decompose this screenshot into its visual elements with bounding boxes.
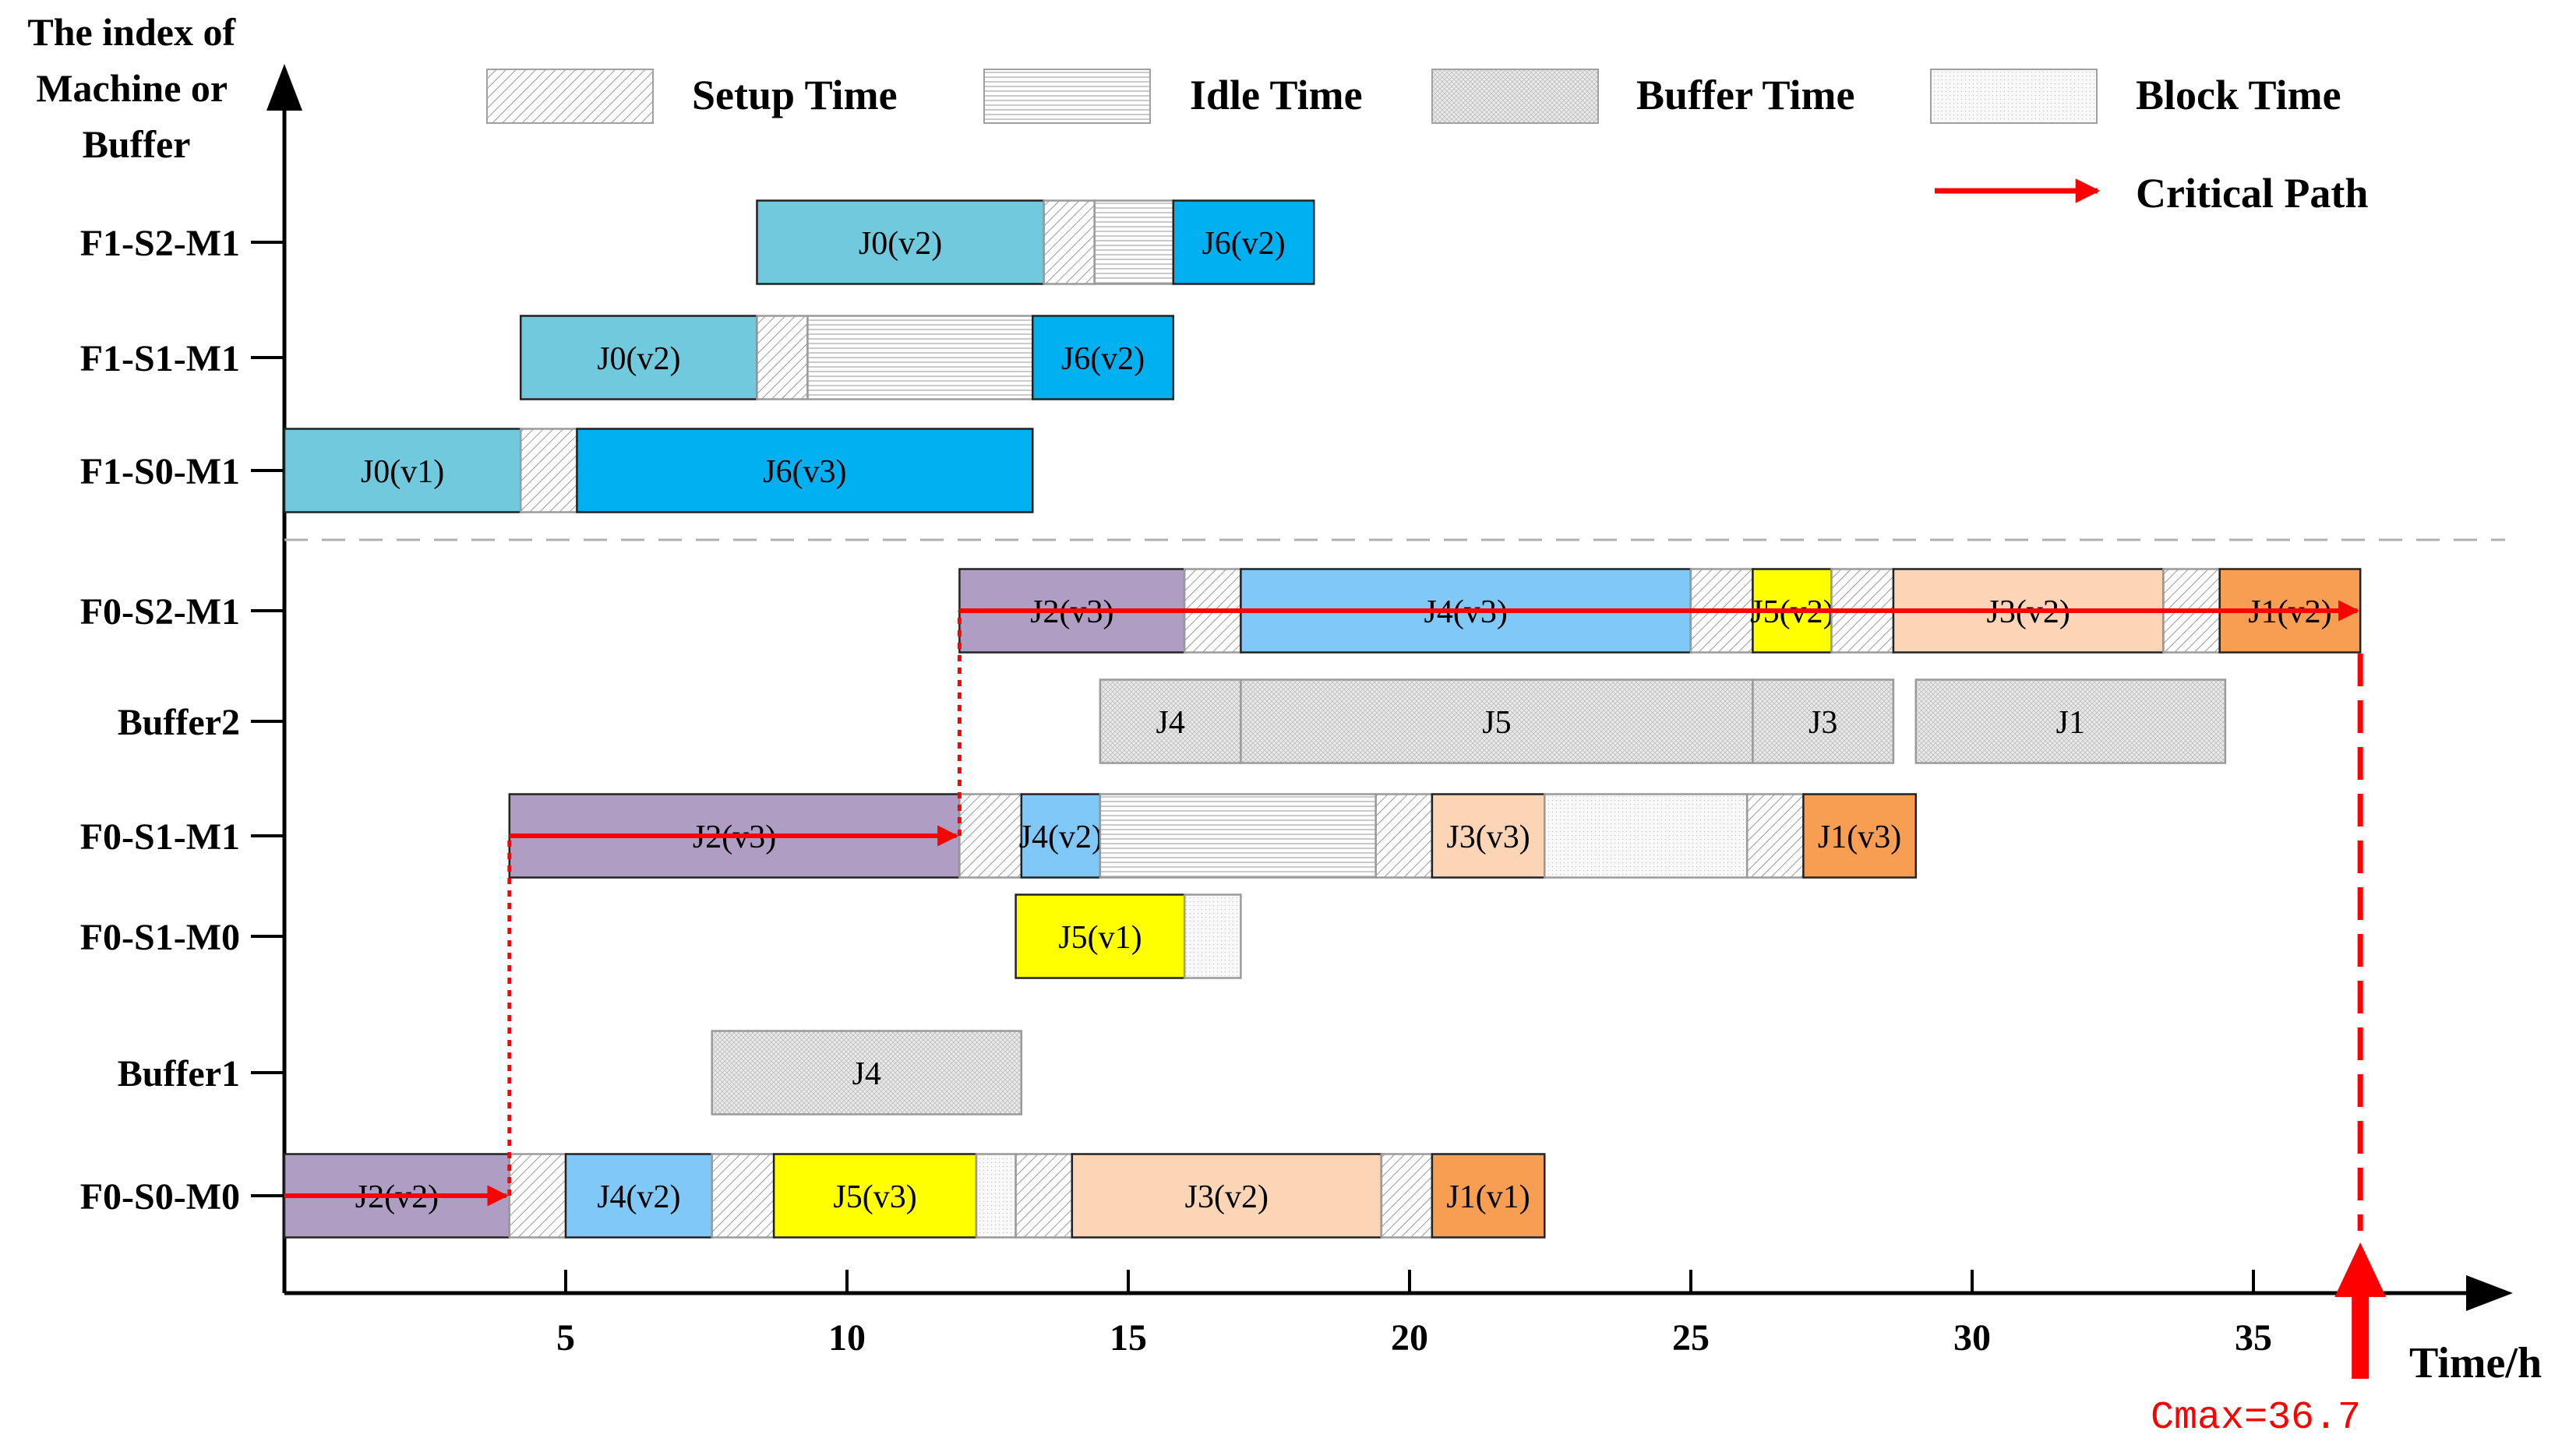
legend-label-buffer: Buffer Time: [1636, 72, 1855, 118]
bar-f1-s2-m1-idle-2: [1093, 199, 1175, 285]
critical-path: [284, 600, 2359, 1207]
bar-f0-s0-m0-j1-v1: [1431, 1153, 1546, 1239]
cmax-label: Cmax=36.7: [2151, 1396, 2361, 1440]
row-label-buffer2: Buffer2: [118, 702, 240, 743]
row-labels: F1-S2-M1F1-S1-M1F1-S0-M1F0-S2-M1Buffer2F…: [80, 223, 284, 1218]
bar-buffer2-j1: [1914, 678, 2227, 764]
bar-f1-s2-m1-j0-v2: [756, 199, 1045, 285]
bar-f1-s1-m1-j0-v2-label: J0(v2): [597, 341, 680, 377]
bar-buffer2-j1-label: J1: [2056, 705, 2085, 741]
bar-f1-s0-m1-j6-v3: [576, 428, 1034, 513]
x-tick-label-15: 15: [1110, 1317, 1147, 1359]
x-axis-title: Time/h: [2409, 1339, 2542, 1387]
x-tick-label-5: 5: [556, 1317, 575, 1359]
x-axis-arrowhead: [2466, 1275, 2513, 1311]
bar-f0-s0-m0-setup-42: [1015, 1153, 1074, 1239]
bar-f0-s1-m1-j1-v3-label: J1(v3): [1818, 819, 1901, 855]
bar-f0-s0-m0-setup-44: [1380, 1153, 1434, 1239]
bar-buffer2-j4-label: J4: [1156, 705, 1184, 741]
bar-f1-s1-m1-setup-5: [756, 315, 809, 400]
bar-buffer2-j3: [1752, 678, 1895, 764]
bar-f1-s0-m1-j0-v1-label: J0(v1): [361, 454, 444, 490]
x-tick-label-35: 35: [2235, 1317, 2272, 1359]
row-label-f1-s0-m1: F1-S0-M1: [80, 451, 240, 492]
y-axis-arrowhead: [266, 64, 302, 111]
row-label-f1-s1-m1: F1-S1-M1: [80, 338, 240, 379]
x-tick-label-30: 30: [1953, 1317, 1991, 1359]
bar-f0-s0-m0-setup-37: [508, 1153, 567, 1239]
cmax-arrow-head: [2334, 1242, 2387, 1297]
axes: Time/h: [266, 64, 2542, 1387]
bar-f0-s0-m0-block-41: [975, 1153, 1017, 1239]
legend-label-setup: Setup Time: [692, 72, 898, 118]
bar-f1-s2-m1-j6-v2: [1172, 199, 1315, 285]
x-tick-label-20: 20: [1391, 1317, 1428, 1359]
bar-f0-s0-m0-j5-v3-label: J5(v3): [833, 1179, 916, 1215]
bar-f0-s1-m1-j3-v3-label: J3(v3): [1446, 819, 1530, 855]
x-tick-label-10: 10: [828, 1317, 866, 1359]
bar-f1-s0-m1-j0-v1: [283, 428, 522, 513]
bar-f0-s0-m0-setup-39: [711, 1153, 775, 1239]
bar-f0-s1-m1-setup-31: [1745, 793, 1805, 879]
bar-f0-s1-m0-j5-v1-label: J5(v1): [1058, 920, 1142, 956]
row-label-f0-s0-m0: F0-S0-M0: [80, 1176, 240, 1218]
legend-label-idle: Idle Time: [1190, 72, 1363, 118]
bar-f1-s2-m1-j6-v2-label: J6(v2): [1202, 226, 1285, 262]
y-axis-title-line-2: Machine or: [36, 66, 228, 110]
x-ticks: 5 10 15 20 25 30 35: [556, 1270, 2272, 1359]
bar-buffer1-j4: [711, 1030, 1023, 1115]
bar-buffer1-j4-label: J4: [852, 1056, 881, 1092]
row-label-f0-s2-m1: F0-S2-M1: [80, 591, 240, 633]
bar-f0-s1-m0-j5-v1: [1015, 893, 1186, 979]
y-axis-title-line-1: The index of: [27, 10, 236, 54]
bar-f0-s0-m0-j3-v2: [1071, 1153, 1383, 1239]
bar-f0-s0-m0-j5-v3: [772, 1153, 978, 1239]
bar-f1-s1-m1-idle-6: [806, 315, 1034, 400]
row-label-f1-s2-m1: F1-S2-M1: [80, 223, 240, 264]
legend-label-block: Block Time: [2136, 72, 2341, 118]
bar-f0-s1-m1-j1-v3: [1802, 793, 1918, 879]
legend-swatch-block: [1930, 69, 2098, 124]
bar-buffer2-j5: [1240, 678, 1754, 764]
bar-f0-s1-m0-block-34: [1183, 893, 1242, 979]
bar-f0-s0-m0-j1-v1-label: J1(v1): [1446, 1179, 1530, 1215]
bar-f1-s0-m1-setup-9: [519, 428, 578, 513]
bar-f0-s1-m1-j3-v3: [1431, 793, 1546, 879]
legend-label-critical-path: Critical Path: [2136, 170, 2368, 217]
row-label-buffer1: Buffer1: [118, 1053, 240, 1094]
bar-f1-s2-m1-j0-v2-label: J0(v2): [859, 226, 942, 262]
bar-buffer2-j3-label: J3: [1808, 705, 1837, 741]
bar-f0-s1-m1-setup-25: [958, 793, 1023, 879]
row-label-f0-s1-m0: F0-S1-M0: [80, 917, 240, 958]
bar-buffer2-j5-label: J5: [1482, 705, 1511, 741]
legend-swatch-buffer: [1431, 69, 1599, 124]
bar-f1-s1-m1-j6-v2-label: J6(v2): [1061, 341, 1145, 377]
bar-f0-s1-m1-block-30: [1544, 793, 1749, 879]
bar-f0-s1-m1-setup-28: [1374, 793, 1434, 879]
bar-f1-s0-m1-j6-v3-label: J6(v3): [763, 454, 846, 490]
bar-f0-s1-m1-idle-27: [1099, 793, 1377, 879]
gantt-bars: J0(v2)J6(v2)J0(v2)J6(v2)J0(v1)J6(v3)J2(v…: [283, 199, 2362, 1239]
bar-f0-s0-m0-j3-v2-label: J3(v2): [1185, 1179, 1269, 1215]
bar-buffer2-j4: [1099, 678, 1242, 764]
row-label-f0-s1-m1: F0-S1-M1: [80, 816, 240, 858]
y-axis-title: The index of Machine or Buffer: [27, 10, 245, 166]
legend-swatch-idle: [983, 69, 1151, 124]
bar-f1-s1-m1-j6-v2: [1032, 315, 1175, 400]
legend: Setup Time Idle Time Buffer Time Block T…: [486, 69, 2368, 217]
bar-f0-s1-m1-j4-v2-label: J4(v2): [1019, 819, 1103, 855]
x-tick-label-25: 25: [1672, 1317, 1710, 1359]
bar-f0-s0-m0-j4-v2-label: J4(v2): [597, 1179, 680, 1215]
bar-f1-s2-m1-setup-1: [1043, 199, 1096, 285]
legend-swatch-setup: [486, 69, 654, 124]
y-axis-title-line-3: Buffer: [83, 122, 191, 166]
cmax-marker: Cmax=36.7: [2151, 654, 2387, 1440]
cmax-arrow-shaft: [2352, 1285, 2370, 1379]
